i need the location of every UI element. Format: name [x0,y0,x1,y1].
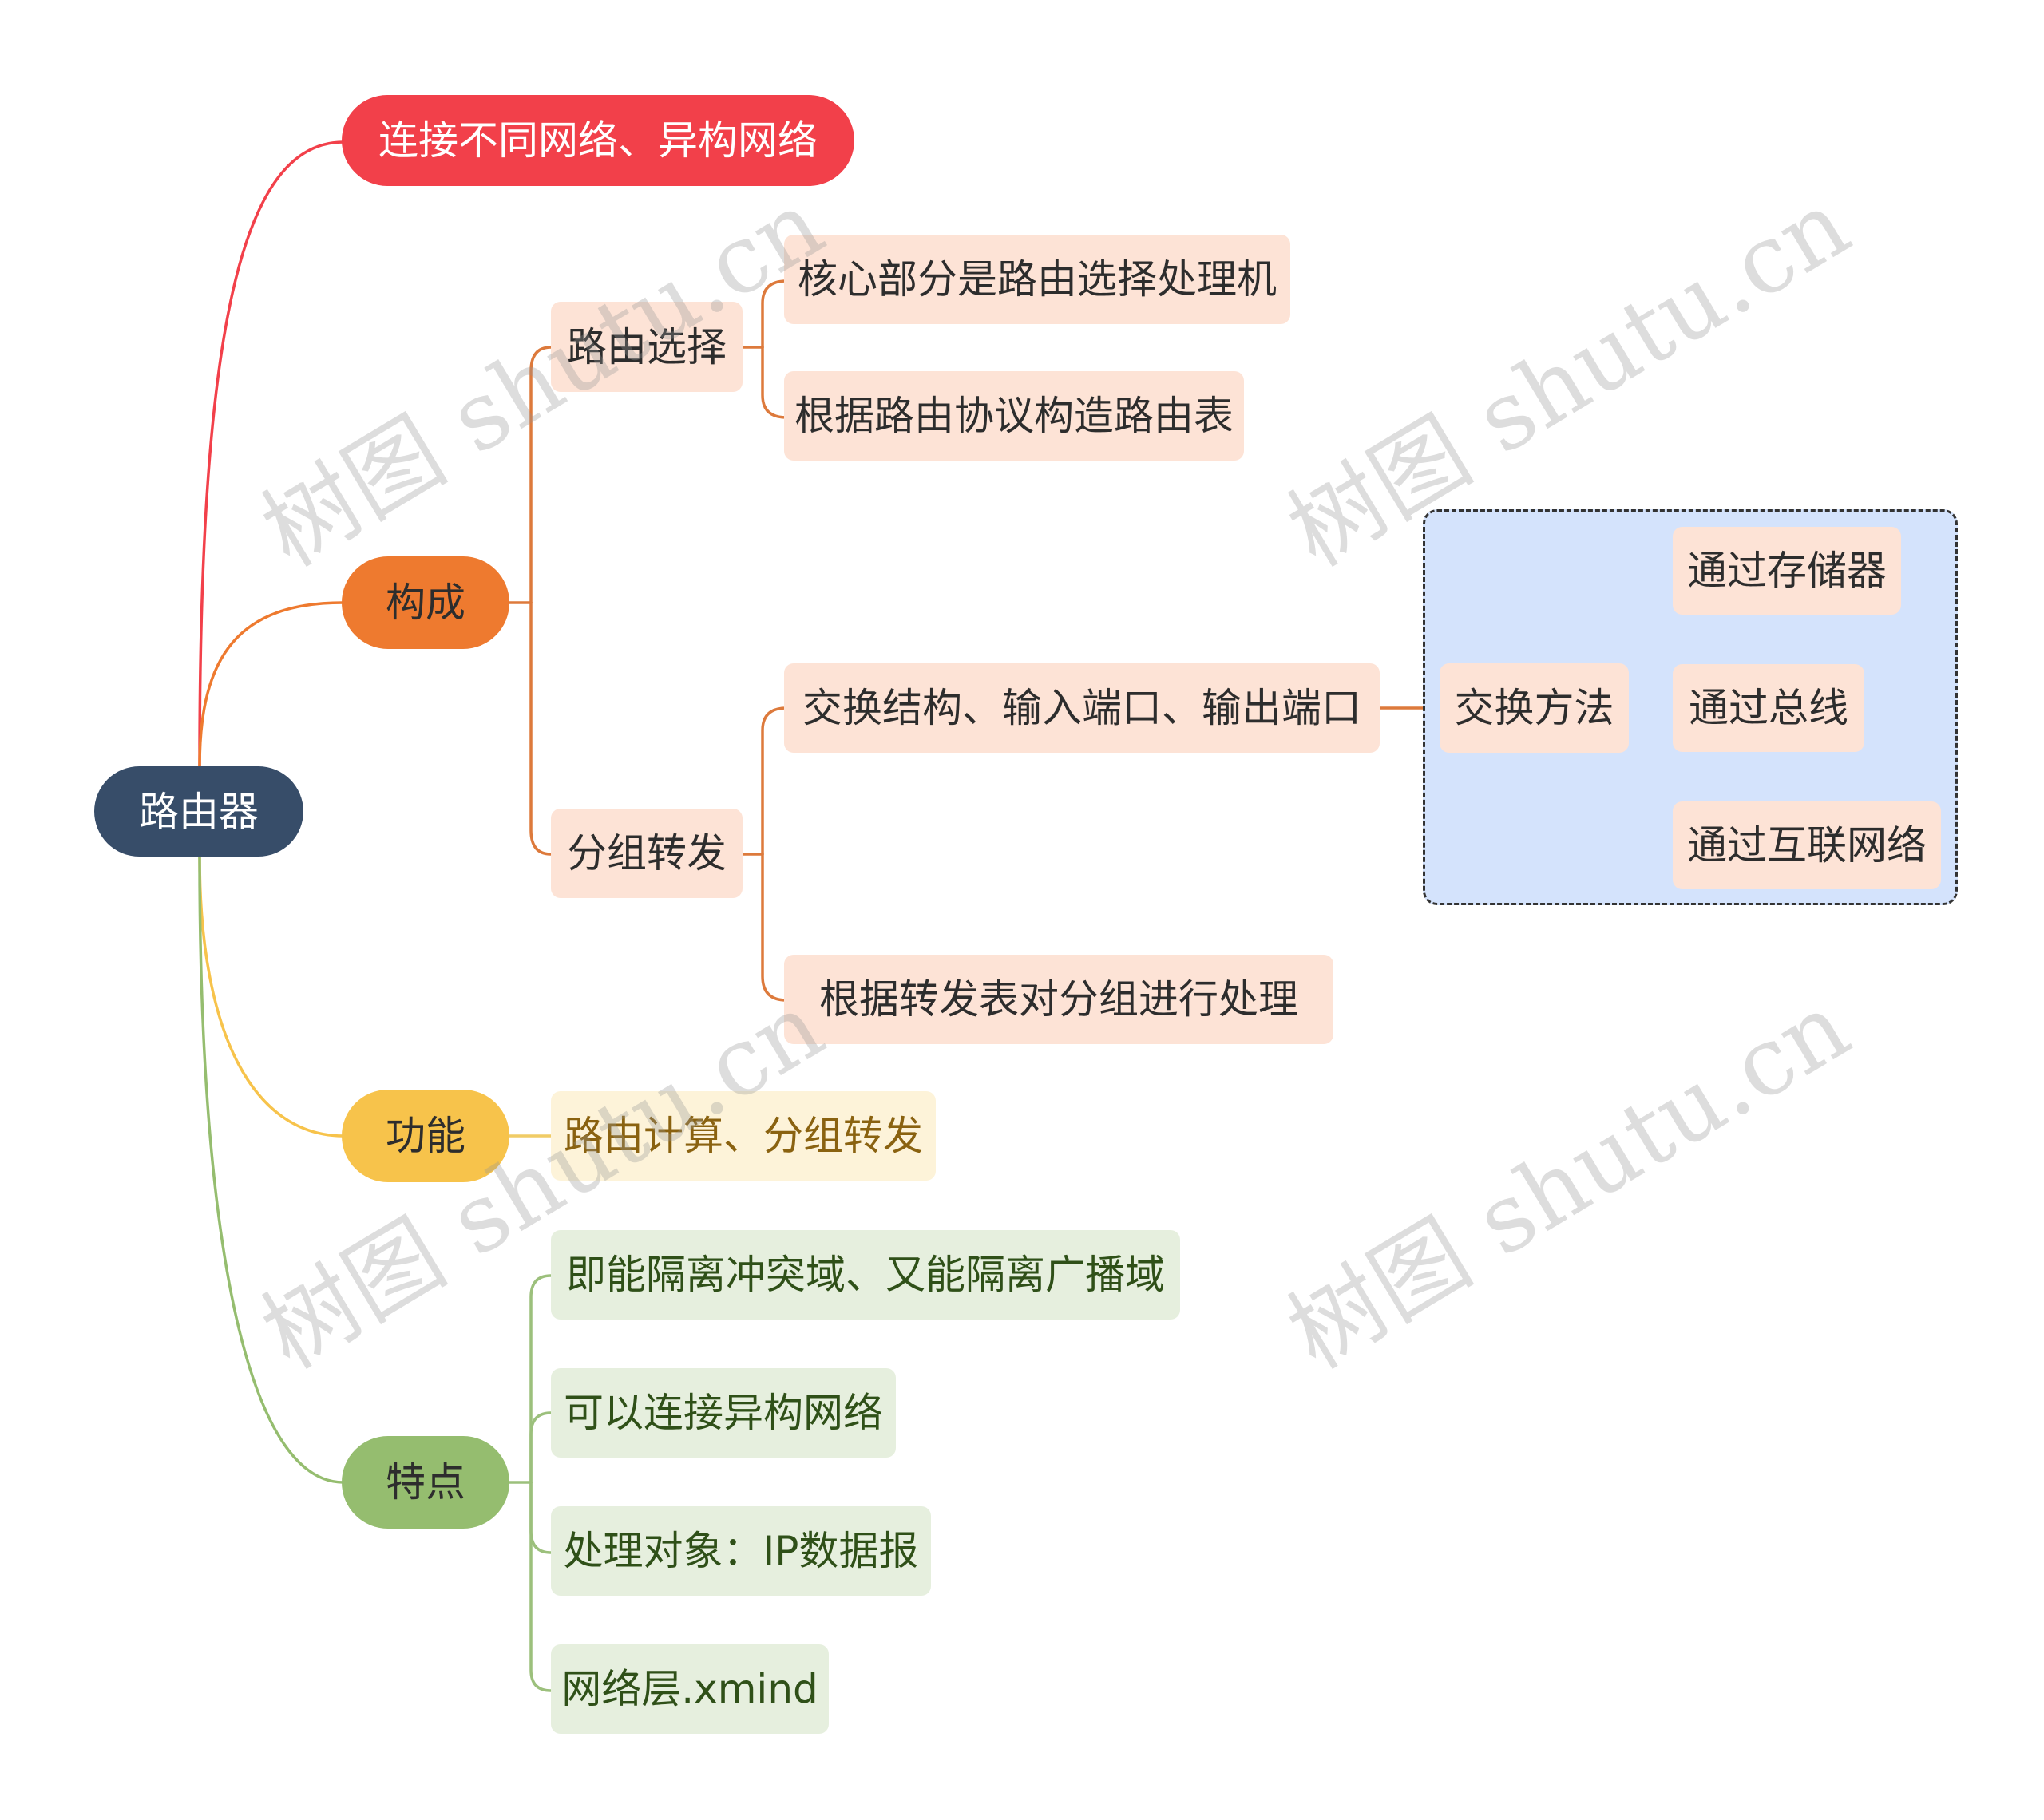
root-label: 路由器 [139,788,259,835]
node-switching-item-2[interactable]: 通过总线 [1673,664,1864,752]
branch-connect[interactable]: 连接不同网络、异构网络 [342,95,854,186]
link-composition-routing [529,346,553,604]
node-switching-item-3[interactable]: 通过互联网络 [1673,801,1941,889]
node-routing[interactable]: 路由选择 [551,302,743,392]
branch-features-label: 特点 [386,1459,465,1505]
branch-features[interactable]: 特点 [342,1436,509,1529]
node-switching-item-1[interactable]: 通过存储器 [1673,527,1901,615]
node-switching[interactable]: 交换方法 [1440,663,1629,753]
link-features-item3 [529,1481,553,1554]
branch-composition-label: 构成 [386,580,465,626]
node-routing-label: 路由选择 [567,323,727,370]
node-features-item-4[interactable]: 网络层.xmind [551,1644,829,1734]
node-forwarding-label: 分组转发 [567,830,727,876]
node-forwarding-structure[interactable]: 交换结构、输入端口、输出端口 [784,663,1380,753]
link-features-item2 [529,1411,553,1484]
link-forwarding-structure [761,706,788,856]
node-features-item-4-label: 网络层.xmind [561,1666,818,1712]
link-composition-forwarding [529,601,553,856]
node-routing-item-1[interactable]: 核心部分是路由选择处理机 [784,235,1290,324]
branch-function-label: 功能 [386,1113,465,1159]
link-features-item4 [529,1481,553,1692]
branch-connect-label: 连接不同网络、异构网络 [378,117,818,164]
link-routing-item2 [761,346,788,419]
node-switching-item-3-label: 通过互联网络 [1687,822,1927,868]
node-switching-label: 交换方法 [1454,685,1614,731]
node-forwarding-process-label: 根据转发表对分组进行处理 [819,976,1298,1023]
node-function-item[interactable]: 路由计算、分组转发 [551,1091,936,1181]
node-routing-item-1-label: 核心部分是路由选择处理机 [798,256,1277,303]
root-node[interactable]: 路由器 [94,766,303,857]
node-features-item-3-label: 处理对象：IP数据报 [563,1528,919,1574]
link-routing-item1 [761,279,788,349]
node-features-item-2[interactable]: 可以连接异构网络 [551,1368,896,1458]
branch-composition[interactable]: 构成 [342,556,509,649]
node-routing-item-2[interactable]: 根据路由协议构造路由表 [784,371,1244,461]
link-features-item1 [529,1274,553,1484]
node-features-item-2-label: 可以连接异构网络 [564,1390,883,1436]
branch-function[interactable]: 功能 [342,1090,509,1182]
node-features-item-1-label: 即能隔离冲突域、又能隔离广播域 [566,1252,1165,1298]
link-root-composition [198,601,345,768]
node-features-item-3[interactable]: 处理对象：IP数据报 [551,1506,931,1596]
link-forwarding-process [761,853,788,1002]
node-function-item-label: 路由计算、分组转发 [564,1113,923,1159]
node-forwarding-structure-label: 交换结构、输入端口、输出端口 [802,685,1361,731]
link-root-features [198,855,345,1484]
node-routing-item-2-label: 根据路由协议构造路由表 [794,393,1234,439]
node-forwarding[interactable]: 分组转发 [551,809,743,898]
node-features-item-1[interactable]: 即能隔离冲突域、又能隔离广播域 [551,1230,1180,1320]
node-switching-item-2-label: 通过总线 [1689,685,1848,731]
node-forwarding-process[interactable]: 根据转发表对分组进行处理 [784,955,1333,1044]
link-root-connect [198,140,345,768]
node-switching-item-1-label: 通过存储器 [1687,548,1887,594]
link-root-function [198,855,345,1138]
